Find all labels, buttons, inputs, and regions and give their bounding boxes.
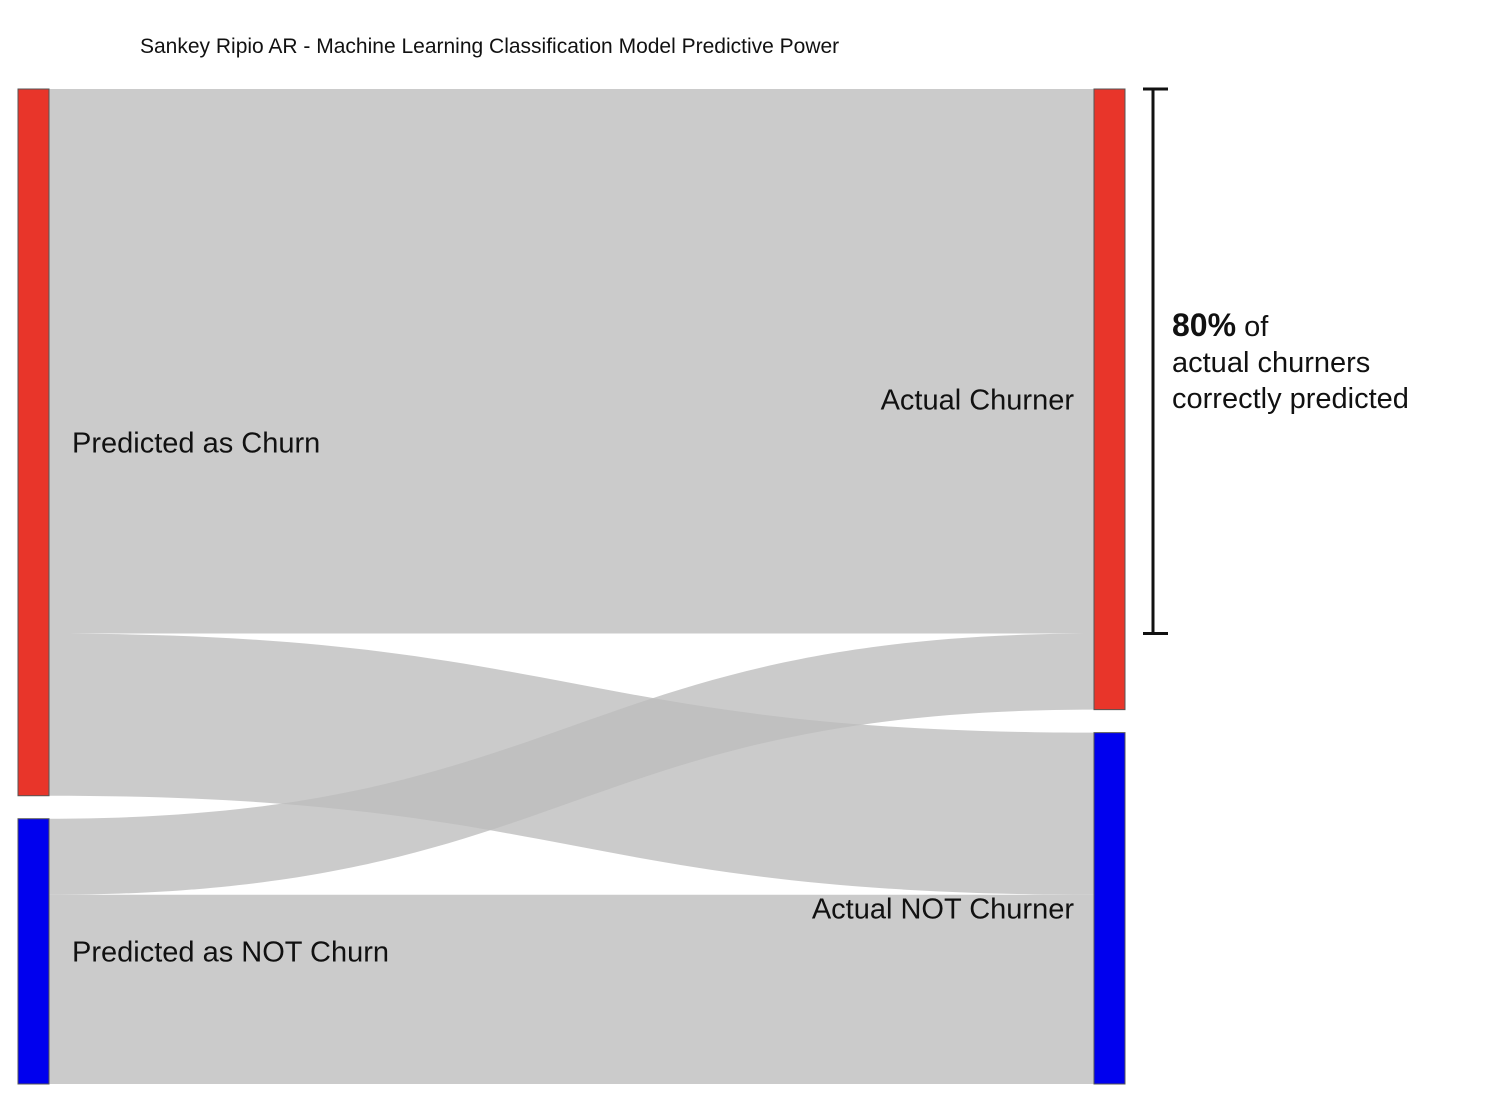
sankey-nodes xyxy=(17,88,1126,1085)
annotation-line-1: 80% of xyxy=(1172,307,1269,343)
node-actual-churner xyxy=(1093,88,1126,711)
node-pred-churn xyxy=(17,88,50,797)
sankey-links xyxy=(49,89,1094,1084)
link-pred_not_churn-to-actual_not_churner xyxy=(49,894,1094,1084)
annotation-percent: 80% xyxy=(1172,307,1236,343)
node-pred-not-churn xyxy=(17,818,50,1085)
node-label-actual-not-churner: Actual NOT Churner xyxy=(812,893,1075,925)
link-pred_churn-to-actual_churner xyxy=(49,89,1094,634)
correct-prediction-annotation: 80% of actual churners correctly predict… xyxy=(1143,87,1409,636)
annotation-of: of xyxy=(1236,311,1269,343)
link-pred_not_churn-to-actual_churner xyxy=(49,633,1094,895)
annotation-line-3: correctly predicted xyxy=(1172,383,1409,415)
node-label-pred-churn: Predicted as Churn xyxy=(72,427,320,459)
node-label-pred-not-churn: Predicted as NOT Churn xyxy=(72,936,389,968)
chart-title: Sankey Ripio AR - Machine Learning Class… xyxy=(140,35,839,58)
node-actual-not-churner xyxy=(1093,732,1126,1085)
annotation-line-2: actual churners xyxy=(1172,347,1370,379)
node-label-actual-churner: Actual Churner xyxy=(881,384,1075,416)
